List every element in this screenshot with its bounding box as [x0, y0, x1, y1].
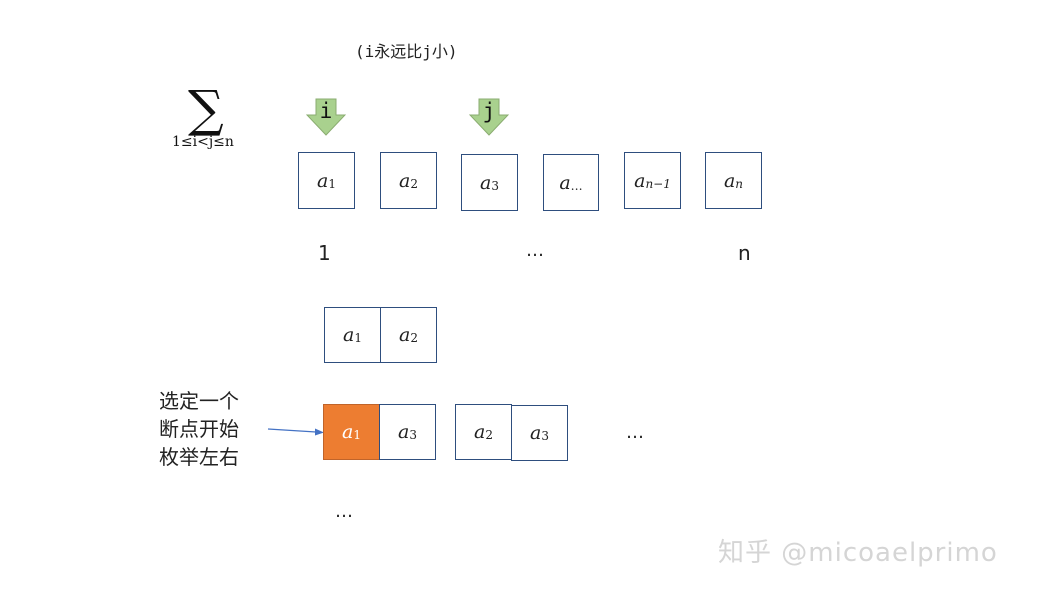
cell-sub: 2 — [485, 428, 493, 442]
cell-base: a — [317, 169, 329, 192]
cell-base: a — [342, 421, 354, 443]
pointer-j-arrow-icon — [469, 98, 509, 136]
cell-base: a — [398, 421, 410, 443]
cell-sub: 3 — [491, 178, 499, 193]
cell-base: a — [559, 171, 571, 194]
bottom-ellipsis: … — [335, 501, 353, 522]
cell-sub: n−1 — [645, 176, 671, 191]
header-note: (i永远比j小) — [355, 42, 458, 61]
cell-sub: 2 — [410, 331, 418, 345]
cell-base: a — [343, 324, 355, 346]
cell-sub: 1 — [353, 428, 361, 442]
watermark: 知乎 @micoaelprimo — [718, 538, 998, 568]
cell-sub: n — [735, 176, 744, 191]
cell-sub: … — [570, 178, 583, 193]
index-label-middle: … — [526, 240, 544, 261]
cell-base: a — [480, 171, 492, 194]
annotation-line-3: 枚举左右 — [159, 445, 239, 469]
cell-base: a — [634, 169, 646, 192]
pointer-i-arrow-icon — [306, 98, 346, 136]
annotation-line-1: 选定一个 — [159, 389, 239, 413]
cell-sub: 1 — [328, 176, 336, 191]
cell-base: a — [530, 422, 542, 444]
breakpoint-row-ellipsis: … — [626, 422, 644, 443]
cell-sub: 2 — [410, 176, 418, 191]
cell-sub: 3 — [409, 428, 417, 442]
array-cell-ellipsis: a… — [543, 154, 599, 211]
cell-base: a — [474, 421, 486, 443]
index-label-first: 1 — [318, 241, 331, 265]
cell-sub: 3 — [541, 429, 549, 443]
sum-range: 1≤i<j≤n — [172, 134, 234, 150]
pointer-j-label: j — [482, 99, 496, 123]
cell-base: a — [723, 169, 736, 192]
annotation-line-2: 断点开始 — [159, 417, 239, 441]
sigma-symbol: ∑ — [188, 80, 224, 138]
cell-base: a — [399, 324, 411, 346]
cell-base: a — [399, 169, 411, 192]
cell-sub: 1 — [354, 331, 362, 345]
pointer-i-label: i — [319, 99, 333, 123]
index-label-last: n — [738, 241, 751, 265]
annotation-arrow-icon — [267, 428, 324, 436]
